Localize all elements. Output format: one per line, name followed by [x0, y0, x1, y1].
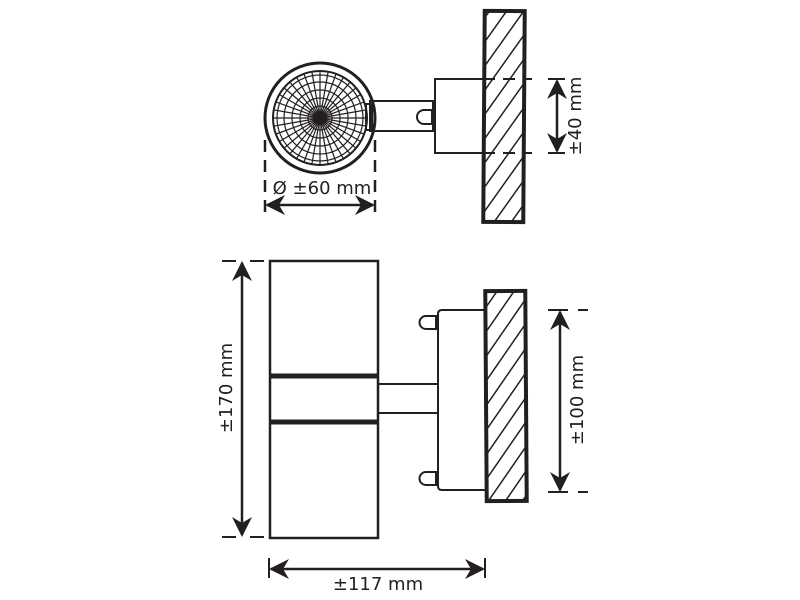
lens-spoke [319, 117, 353, 157]
lens-spoke [319, 71, 330, 119]
lens-ring [276, 74, 364, 162]
lens-spoke [319, 100, 367, 119]
lens-spoke [319, 74, 346, 119]
lens-ring [291, 89, 349, 147]
lens-center [313, 111, 327, 125]
lens-spoke [319, 85, 359, 119]
lens-ring [299, 97, 341, 139]
lens-spoke [287, 117, 321, 157]
side-bracket-height-label: ±100 mm [567, 355, 588, 445]
lens-spoke [287, 79, 321, 119]
lens-spoke [302, 71, 321, 119]
lamp-stem [369, 100, 434, 132]
lens-spoke [319, 71, 338, 119]
lens-spoke [319, 108, 367, 119]
lens-spoke [294, 117, 321, 162]
lens-grid [273, 71, 367, 165]
screw-head-icon [418, 315, 437, 330]
screw-head-icon [418, 471, 437, 486]
diameter-label: Ø ±60 mm [273, 178, 372, 199]
side-view [222, 259, 588, 579]
screw-head-icon [416, 109, 433, 125]
lamp-body [268, 259, 380, 540]
lens-spoke [276, 92, 321, 119]
lens-spoke [281, 85, 321, 119]
lens-spoke [273, 100, 321, 119]
lens-ring [307, 105, 333, 131]
top-bracket-height-label: ±40 mm [565, 77, 586, 156]
lens-spoke [281, 117, 321, 151]
height-label: ±170 mm [216, 343, 237, 433]
lens-spoke [310, 117, 321, 165]
mount-bracket [437, 309, 486, 491]
mount-bracket [434, 78, 483, 154]
lens-spoke [273, 117, 321, 136]
depth-label: ±117 mm [333, 574, 423, 595]
lens-spoke [319, 117, 330, 165]
lens-spoke [310, 71, 321, 119]
lens-spoke [273, 117, 321, 128]
wall-section [483, 288, 529, 504]
lens-spoke [319, 117, 359, 151]
lens-spoke [319, 117, 346, 162]
lamp-arm [377, 383, 439, 414]
lens-spoke [319, 117, 364, 144]
lens-spoke [319, 117, 367, 128]
lens-spoke [273, 108, 321, 119]
lens-spoke [276, 117, 321, 144]
lamp-outer-ring [263, 61, 377, 175]
lens-spoke [319, 92, 364, 119]
lens-spoke [319, 117, 367, 136]
wall-section [481, 8, 527, 225]
lens-spoke [319, 79, 353, 119]
lens-spoke [319, 117, 338, 165]
top-view [263, 8, 567, 225]
lens-spoke [302, 117, 321, 165]
lamp-collar [365, 103, 373, 131]
lens-spoke [294, 74, 321, 119]
lens-ring [283, 81, 357, 155]
